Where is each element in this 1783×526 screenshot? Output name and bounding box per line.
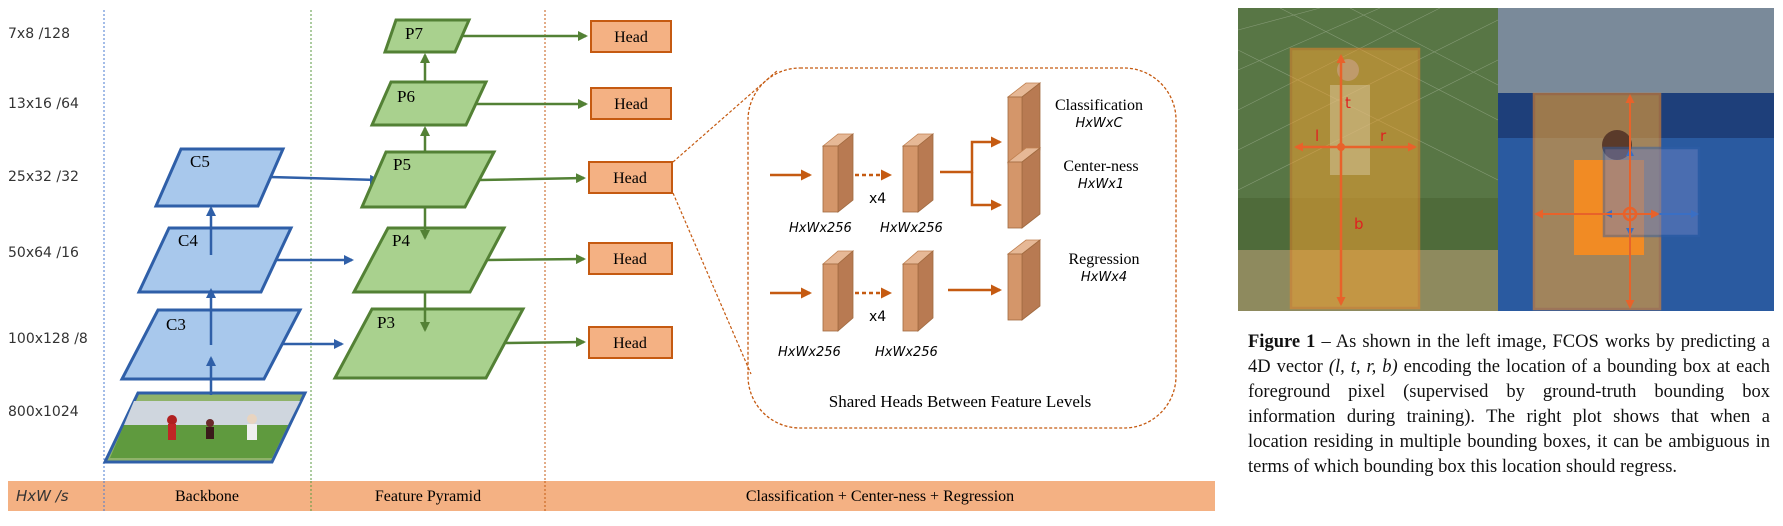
head-box-p6: Head	[590, 87, 672, 120]
caption-text-before: – As shown in the left image, FCOS works…	[1248, 332, 1770, 377]
pyramid-level-p3	[332, 307, 526, 380]
head-box-p3: Head	[588, 326, 673, 359]
output-name-regression: Regression	[1068, 251, 1139, 268]
backbone-label-c4: C4	[178, 231, 198, 250]
feature-map-block	[901, 133, 935, 213]
head-label: Head	[613, 251, 647, 268]
zoom-line-bottom	[672, 192, 752, 375]
head-label: Head	[614, 29, 648, 46]
pyramid-level-p4	[351, 226, 507, 294]
photo-label-b: b	[1354, 215, 1364, 233]
backbone-label-c3: C3	[166, 315, 186, 334]
head-box-p7: Head	[590, 20, 672, 53]
repeat-label: x4	[869, 191, 886, 207]
figure-caption: Figure 1 – As shown in the left image, F…	[1248, 330, 1770, 480]
dim-label: HxWx256	[880, 221, 943, 236]
pyramid-label-p4: P4	[392, 231, 410, 250]
head-label: Head	[613, 335, 647, 352]
backbone-label-c5: C5	[190, 152, 210, 171]
photo-tennis	[1498, 8, 1774, 311]
feature-map-block	[901, 250, 935, 332]
head-label: Head	[613, 170, 647, 187]
output-dims-classification: HxWxC	[1075, 116, 1123, 131]
bar-label-backbone: Backbone	[175, 488, 239, 505]
pyramid-label-p5: P5	[393, 155, 411, 174]
backbone-level-c4	[136, 226, 294, 294]
bar-label-pyramid: Feature Pyramid	[375, 488, 481, 505]
bottom-bar: HxW /s Backbone Feature Pyramid Classifi…	[8, 481, 1215, 511]
pyramid-level-p5	[359, 150, 497, 209]
photo-label-l: l	[1315, 127, 1319, 145]
resolution-label-p7: 7x8 /128	[8, 26, 70, 42]
output-name-centerness: Center-ness	[1063, 158, 1138, 175]
feature-pyramid: P3 P4 P5 P6 P7	[332, 18, 588, 380]
dim-label: HxWx256	[778, 345, 841, 360]
shared-head-panel: HxWx256 HxWx256 x4 HxWx256 HxWx256 x4 Cl…	[747, 67, 1177, 429]
head-box-p4: Head	[588, 242, 673, 275]
output-block-classification	[1006, 82, 1042, 165]
resolution-label-p4: 50x64 /16	[8, 245, 79, 261]
heads: Head Head Head Head Head	[588, 20, 673, 359]
figure-label: Figure 1	[1248, 332, 1316, 352]
shared-head-caption: Shared Heads Between Feature Levels	[829, 392, 1091, 411]
photo-label-t: t	[1345, 94, 1351, 112]
pyramid-level-p6	[369, 80, 489, 127]
caption-vector: (l, t, r, b)	[1328, 357, 1398, 377]
bar-label-heads: Classification + Center-ness + Regressio…	[746, 488, 1014, 505]
bar-label-hws: HxW /s	[16, 487, 69, 505]
head-label: Head	[614, 96, 648, 113]
resolution-label-p3: 100x128 /8	[8, 331, 88, 347]
head-box-p5: Head	[588, 161, 673, 194]
photo-baseball: t l r b	[1237, 7, 1499, 311]
repeat-label: x4	[869, 309, 886, 325]
input-image	[102, 391, 308, 464]
output-block-centerness	[1006, 147, 1042, 229]
output-dims-centerness: HxWx1	[1078, 177, 1124, 192]
pyramid-label-p7: P7	[405, 24, 423, 43]
feature-map-block	[821, 250, 855, 332]
photo-label-r: r	[1380, 127, 1387, 145]
resolution-label-p6: 13x16 /64	[8, 96, 79, 112]
caption-text-after: encoding the location of a bounding box …	[1248, 357, 1770, 477]
resolution-label-input: 800x1024	[8, 404, 79, 420]
dim-label: HxWx256	[789, 221, 852, 236]
resolution-label-p5: 25x32 /32	[8, 169, 79, 185]
output-name-classification: Classification	[1055, 97, 1143, 114]
pyramid-label-p3: P3	[377, 313, 395, 332]
pyramid-level-p7	[382, 18, 472, 54]
feature-map-block	[821, 133, 855, 213]
zoom-line-top	[672, 69, 779, 163]
pyramid-label-p6: P6	[397, 87, 415, 106]
backbone-level-c5	[153, 147, 286, 208]
backbone: C3 C4 C5	[119, 147, 380, 395]
output-dims-regression: HxWx4	[1081, 270, 1127, 285]
output-block-regression	[1006, 239, 1042, 321]
dim-label: HxWx256	[875, 345, 938, 360]
